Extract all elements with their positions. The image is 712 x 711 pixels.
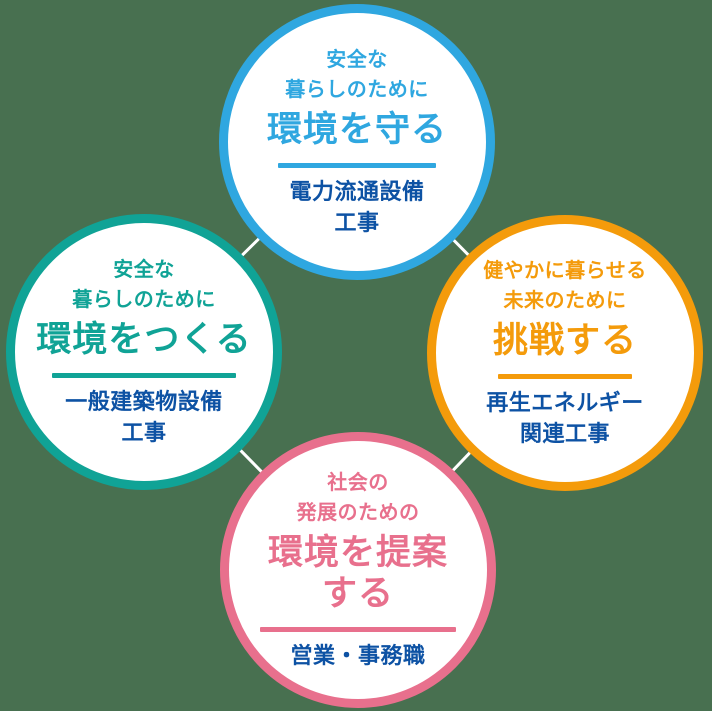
- label-line: 電力流通設備: [289, 179, 425, 205]
- circle-heading: 健やかに暮らせる 未来のために: [483, 256, 647, 316]
- label-line: 工事: [334, 210, 380, 236]
- circle-label: 営業・事務職: [290, 641, 425, 672]
- circle-title: 環境をつくる: [36, 320, 251, 360]
- title-line: 挑戦する: [492, 321, 637, 361]
- circle-label: 再生エネルギー 関連工事: [486, 388, 644, 450]
- circle-label: 一般建築物設備 工事: [65, 387, 223, 449]
- circle-label: 電力流通設備 工事: [289, 177, 424, 239]
- title-line: する: [321, 573, 394, 613]
- label-line: 一般建築物設備: [65, 389, 223, 415]
- title-line: 環境を守る: [266, 110, 447, 150]
- circle-heading: 社会の 発展のための: [297, 468, 420, 528]
- circle-title: 挑戦する: [493, 321, 637, 361]
- divider: [278, 163, 436, 169]
- divider: [260, 626, 456, 632]
- circle-heading: 安全な 暮らしのために: [72, 255, 216, 315]
- circle-propose-environment: 社会の 発展のための 環境を提案 する 営業・事務職: [220, 432, 496, 708]
- circle-protect-environment: 安全な 暮らしのために 環境を守る 電力流通設備 工事: [219, 4, 495, 280]
- title-line: 環境を提案: [267, 533, 448, 573]
- circle-title: 環境を提案 する: [268, 533, 448, 614]
- heading-line: 安全な: [326, 49, 388, 72]
- label-line: 営業・事務職: [290, 642, 426, 668]
- heading-line: 発展のための: [296, 502, 420, 525]
- heading-line: 社会の: [327, 472, 389, 495]
- circle-title: 環境を守る: [267, 110, 447, 150]
- title-line: 環境をつくる: [36, 320, 252, 360]
- heading-line: 暮らしのために: [285, 79, 429, 102]
- heading-line: 未来のために: [503, 290, 627, 313]
- circle-heading: 安全な 暮らしのために: [285, 45, 429, 105]
- heading-line: 健やかに暮らせる: [483, 260, 647, 283]
- circle-create-environment: 安全な 暮らしのために 環境をつくる 一般建築物設備 工事: [6, 214, 282, 490]
- label-line: 再生エネルギー: [486, 390, 644, 416]
- divider: [498, 374, 632, 380]
- divider: [52, 373, 236, 379]
- label-line: 関連工事: [519, 421, 610, 447]
- circle-challenge: 健やかに暮らせる 未来のために 挑戦する 再生エネルギー 関連工事: [427, 215, 703, 491]
- heading-line: 安全な: [113, 259, 175, 282]
- heading-line: 暮らしのために: [72, 289, 216, 312]
- label-line: 工事: [121, 420, 167, 446]
